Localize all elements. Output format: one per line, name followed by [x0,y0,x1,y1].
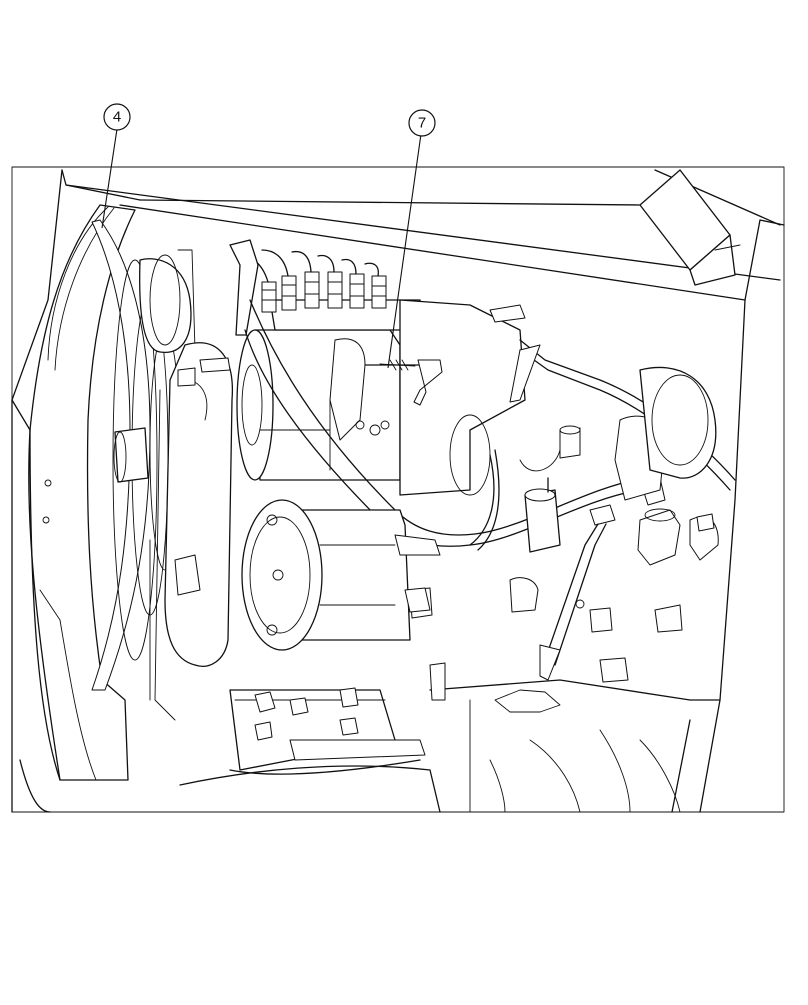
callout-circle-4 [103,103,131,131]
belt-housing [149,342,234,721]
engine-floor-plate [429,604,721,813]
callout-label-7: 7 [418,115,426,132]
right-frame [639,299,746,813]
injection-pump [229,239,526,496]
callout-circle-7 [408,109,436,137]
lower-bracket [179,687,441,813]
callout-7: 7 [387,109,436,369]
leader-line-4 [101,128,118,229]
leader-line-7 [387,133,422,369]
alternator [241,499,441,651]
callout-label-4: 4 [113,109,121,126]
pipe-fittings [261,271,387,313]
radiator-shroud [11,169,141,813]
right-cap [639,366,719,561]
illustration-frame [11,166,785,813]
callout-4: 4 [101,103,131,229]
fan-assembly [91,219,196,691]
top-panel [65,169,785,301]
